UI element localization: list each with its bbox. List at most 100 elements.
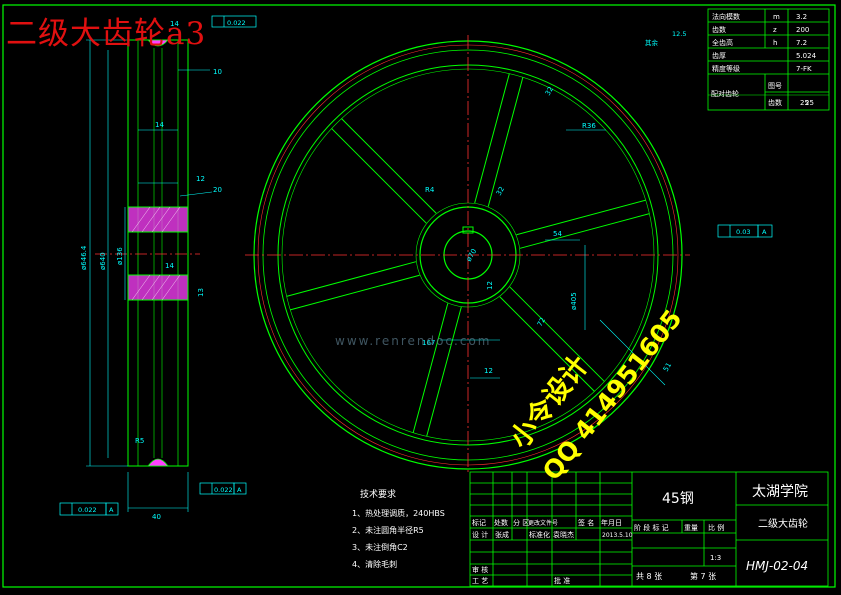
dim-20: 20 xyxy=(213,186,222,194)
tb-std: 标准化 xyxy=(529,530,550,539)
sheet-border xyxy=(2,4,836,588)
tb-ymd: 年月日 xyxy=(601,518,622,527)
front-view xyxy=(245,35,690,475)
dim-10: 10 xyxy=(213,68,222,76)
dim-72: 72 xyxy=(536,316,547,328)
tol-left: 0.022 xyxy=(78,506,97,514)
spoke-edge xyxy=(487,77,524,207)
tol-top: 0.022 xyxy=(227,19,246,27)
tb-scale: 1:3 xyxy=(710,554,721,562)
dim-14c: 14 xyxy=(165,262,174,270)
watermark: 小令设计 QQ 414951605 xyxy=(503,304,687,486)
param-table xyxy=(707,8,830,111)
mating-value: 25 xyxy=(800,99,809,107)
dim-14a: 14 xyxy=(155,121,164,129)
param-name: 法向模数 xyxy=(712,12,740,21)
param-name: 齿数 xyxy=(712,25,726,34)
surface-label: 其余 xyxy=(645,38,659,47)
param-symbol: z xyxy=(773,26,777,34)
dim-12b: 12 xyxy=(484,367,493,375)
spoke-edge xyxy=(290,274,420,311)
tb-drawing-no: HMJ-02-04 xyxy=(746,559,808,573)
tb-design: 设 计 xyxy=(472,530,488,539)
tb-material: 45钢 xyxy=(662,491,694,507)
param-value: 5.024 xyxy=(796,52,817,60)
spoke-edge xyxy=(426,306,462,437)
mating-key: 齿数 xyxy=(768,98,782,107)
param-value: 3.2 xyxy=(796,13,807,21)
spoke-edge xyxy=(286,261,417,297)
param-name: 精度等级 xyxy=(712,64,740,73)
tb-ratio: 比 例 xyxy=(708,523,724,532)
dim-167: 167 xyxy=(422,339,435,347)
param-symbol: h xyxy=(773,39,777,47)
tb-sheets-total: 共 8 张 xyxy=(636,572,662,581)
drawing-title: 二级大齿轮a3 xyxy=(6,16,207,52)
dim-r4: R4 xyxy=(425,186,435,194)
tb-sign: 签 名 xyxy=(578,518,594,527)
dim-d640: ø640 xyxy=(99,252,107,270)
tolerance-frames xyxy=(59,15,773,516)
tb-mark: 标记 xyxy=(472,518,486,527)
hub-section-bottom xyxy=(127,274,189,301)
mating-label: 配对齿轮 xyxy=(711,89,739,98)
tb-date: 2013.5.10 xyxy=(602,532,633,539)
dim-13: 13 xyxy=(197,288,205,297)
tol-right: 0.03 xyxy=(736,228,750,236)
tb-count: 处数 xyxy=(494,518,508,527)
spoke-edge xyxy=(509,286,605,382)
dim-d6464: ø646.4 xyxy=(80,245,88,270)
keyway xyxy=(462,226,474,234)
param-value: 7.2 xyxy=(796,39,807,47)
dim-r36: R36 xyxy=(582,122,596,130)
dim-32b: 32 xyxy=(495,185,506,197)
mating-teeth-value: 25 xyxy=(805,99,814,107)
tol-left-datum: A xyxy=(109,506,114,514)
dim-r5: R5 xyxy=(135,437,144,445)
hub-section-top xyxy=(127,206,189,233)
dim-d405: ø405 xyxy=(570,292,578,310)
tb-weight: 重量 xyxy=(684,524,698,532)
param-value: 7-FK xyxy=(796,65,812,73)
dim-40: 40 xyxy=(152,513,161,521)
tb-part-name: 二级大齿轮 xyxy=(758,517,808,530)
mating-key: 图号 xyxy=(768,82,782,90)
dim-12c: 12 xyxy=(486,281,494,290)
dim-12a: 12 xyxy=(196,175,205,183)
tb-sheet-no: 第 7 张 xyxy=(690,571,716,581)
param-symbol: m xyxy=(773,13,780,21)
tb-stage: 阶 段 标 记 xyxy=(634,523,669,532)
tol-mid: 0.022 xyxy=(214,486,233,494)
spoke-edge xyxy=(474,73,510,204)
spoke-edge xyxy=(331,128,427,224)
tech-req-heading: 技术要求 xyxy=(360,488,396,500)
tech-req-item-1: 1、热处理调质，240HBS xyxy=(352,508,445,518)
dim-54: 54 xyxy=(553,230,562,238)
tb-zone: 分 区 xyxy=(513,518,529,527)
tb-std-name: 袁晓杰 xyxy=(553,530,574,539)
tb-change: 更改文件号 xyxy=(528,519,558,527)
spoke-edge xyxy=(341,118,437,214)
side-view xyxy=(86,39,213,512)
dim-d136: ø136 xyxy=(116,247,124,265)
tol-right-datum: A xyxy=(762,228,767,236)
tech-req-item-3: 3、未注倒角C2 xyxy=(352,542,408,552)
watermark-site: www.renrendoc.com xyxy=(335,334,491,348)
tb-designer-name: 张成 xyxy=(495,530,509,539)
param-value: 200 xyxy=(796,26,809,34)
tb-review: 审 核 xyxy=(472,565,488,574)
tb-craft: 工 艺 xyxy=(472,577,488,585)
title-block-grid xyxy=(469,471,829,587)
spoke-edge xyxy=(519,213,650,249)
dim-32: 32 xyxy=(544,85,555,97)
tech-req-item-4: 4、清除毛刺 xyxy=(352,559,397,569)
tol-mid-datum: A xyxy=(237,486,242,494)
dim-51: 51 xyxy=(662,361,673,373)
spoke-edge xyxy=(412,303,449,433)
tb-approve: 批 准 xyxy=(554,576,570,585)
dim-14b: 14 xyxy=(170,20,179,28)
surface-roughness: 12.5 xyxy=(672,30,686,38)
tb-school: 太湖学院 xyxy=(752,484,808,500)
spoke-edge xyxy=(499,296,595,392)
